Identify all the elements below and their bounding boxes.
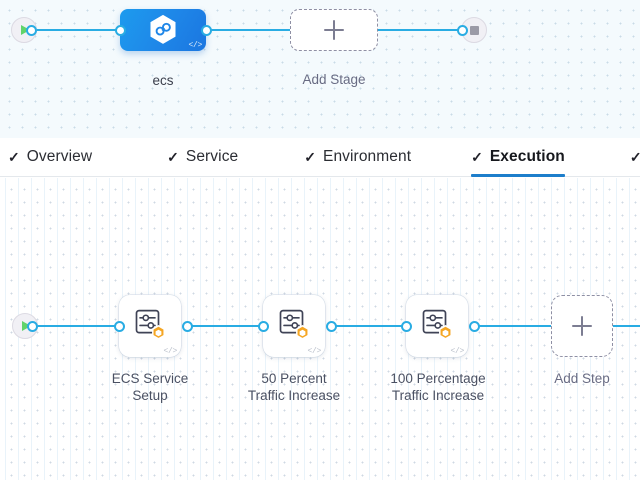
hexagon-infinity-icon [150, 14, 176, 44]
sliders-icon [135, 309, 165, 340]
check-icon: ✓ [8, 149, 20, 165]
stage-ecs-port-out[interactable] [200, 24, 212, 36]
step-label-ecs-service-setup: ECS Service Setup [111, 371, 189, 403]
step-1-port-out[interactable] [181, 320, 193, 332]
step-node-ecs-service-setup[interactable]: </> [119, 295, 181, 357]
sliders-icon [422, 309, 452, 340]
pipeline-stage-canvas[interactable]: </> ecs Add Stage [0, 0, 640, 138]
plus-icon [324, 20, 344, 40]
tab-advanced[interactable]: ✓ Advance [630, 138, 640, 176]
check-icon: ✓ [629, 149, 640, 165]
code-glyph-icon: </> [450, 347, 464, 356]
code-glyph-icon: </> [163, 347, 177, 356]
play-icon [21, 25, 30, 35]
step-label-50-percent-traffic-increase: 50 Percent Traffic Increase [247, 371, 341, 403]
step-wire-start-to-s1 [31, 325, 123, 327]
hexagon-badge-icon [296, 324, 309, 340]
stage-wire-ecs-to-add [205, 29, 295, 31]
step-1-port-in[interactable] [113, 320, 125, 332]
tab-service[interactable]: ✓ Service [167, 138, 238, 176]
step-wire-s2-to-s3 [330, 325, 410, 327]
code-glyph-icon: </> [188, 41, 202, 50]
step-wire-s1-to-s2 [186, 325, 268, 327]
check-icon: ✓ [167, 149, 179, 165]
step-label-100-percentage-traffic-increase: 100 Percentage Traffic Increase [390, 371, 486, 403]
tab-service-label: Service [185, 148, 239, 165]
hexagon-badge-icon [152, 324, 165, 340]
step-2-port-out[interactable] [325, 320, 337, 332]
stop-icon [469, 25, 479, 35]
tab-environment[interactable]: ✓ Environment [304, 138, 411, 176]
add-stage-button[interactable] [290, 9, 378, 51]
code-glyph-icon: </> [307, 347, 321, 356]
stage-start-port[interactable] [26, 24, 37, 36]
step-2-port-in[interactable] [257, 320, 269, 332]
tab-environment-label: Environment [323, 148, 412, 165]
add-step-label: Add Step [554, 371, 610, 386]
stage-end-port[interactable] [457, 24, 468, 36]
step-3-port-in[interactable] [400, 320, 412, 332]
tab-execution[interactable]: ✓ Execution [471, 138, 565, 177]
stage-ecs-port-in[interactable] [114, 24, 126, 36]
tab-execution-label: Execution [489, 148, 565, 165]
step-3-port-out[interactable] [468, 320, 480, 332]
sliders-icon [279, 309, 309, 340]
step-node-100-percentage-traffic-increase[interactable]: </> [406, 295, 468, 357]
add-step-button[interactable] [551, 295, 613, 357]
tab-active-underline [471, 174, 565, 177]
step-node-50-percent-traffic-increase[interactable]: </> [263, 295, 325, 357]
tab-overview-label: Overview [26, 148, 93, 165]
plus-icon [572, 316, 592, 336]
tab-overview[interactable]: ✓ Overview [8, 138, 92, 176]
step-start-port[interactable] [27, 320, 38, 332]
stage-label-ecs: ecs [152, 73, 174, 88]
play-icon [22, 321, 31, 331]
stage-start-node[interactable] [11, 17, 37, 43]
stage-node-ecs[interactable]: </> [120, 9, 206, 51]
check-icon: ✓ [304, 149, 316, 165]
add-stage-label: Add Stage [302, 72, 366, 87]
config-tab-bar: ✓ Overview ✓ Service ✓ Environment ✓ Exe… [0, 138, 640, 177]
stage-wire-add-to-end [375, 29, 465, 31]
check-icon: ✓ [471, 149, 483, 165]
hexagon-badge-icon [439, 324, 452, 340]
execution-step-canvas[interactable]: </> ECS Service Setup [0, 178, 640, 480]
stage-wire-start-to-ecs [30, 29, 130, 31]
